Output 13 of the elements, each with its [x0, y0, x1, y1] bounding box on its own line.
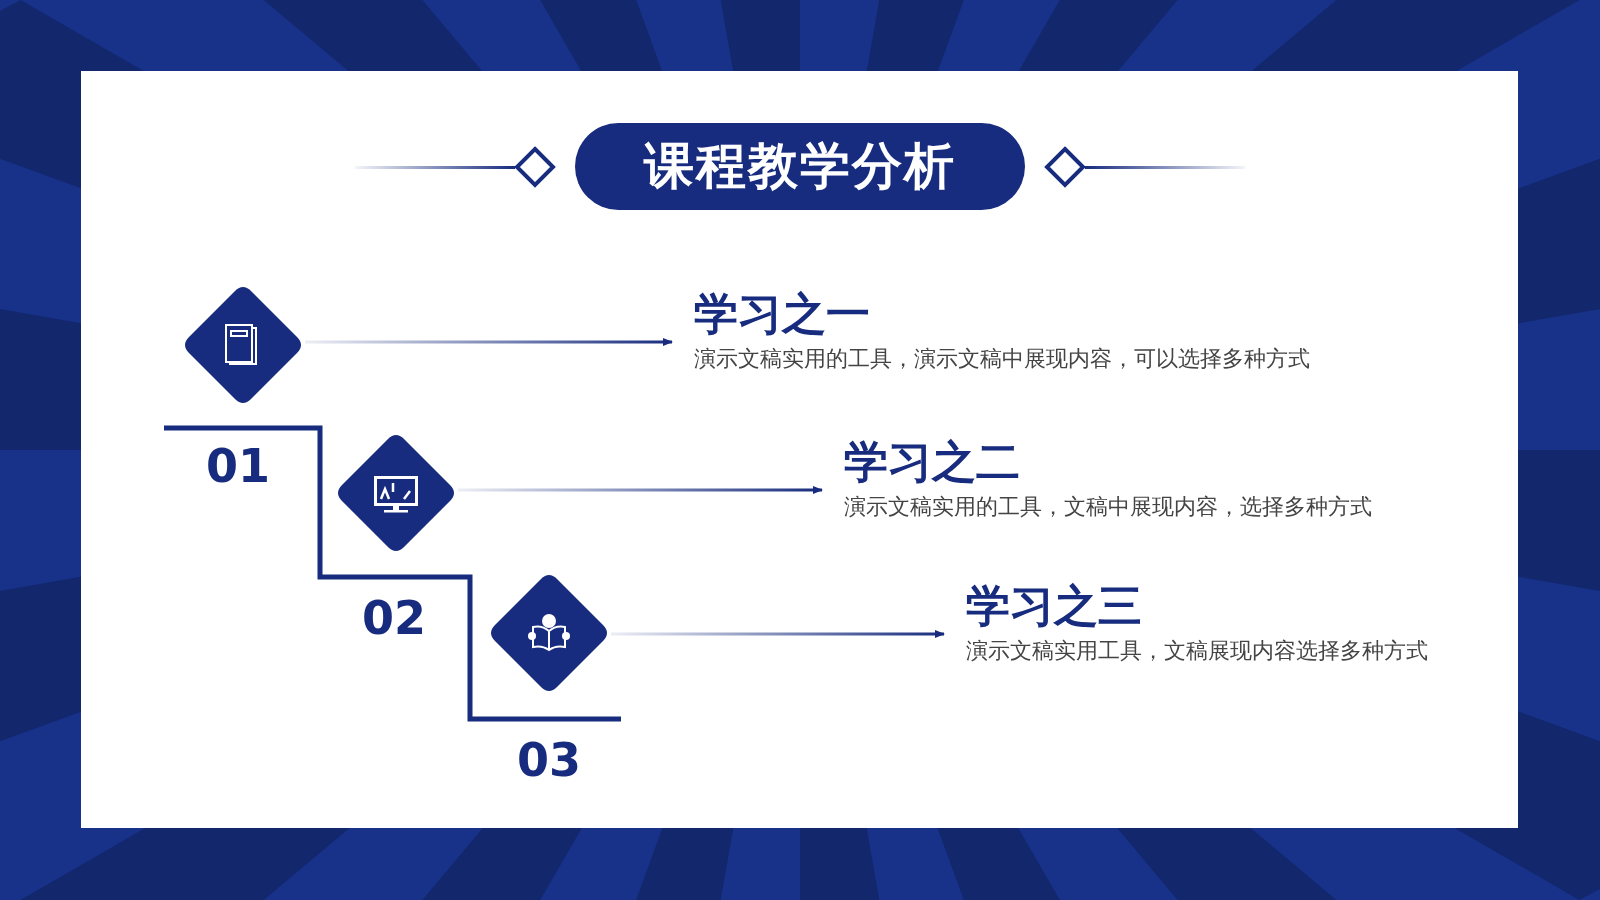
- step-description: 演示文稿实用的工具，演示文稿中展现内容，可以选择多种方式: [694, 345, 1310, 373]
- arrow: [458, 486, 823, 494]
- title-pill: 课程教学分析: [575, 123, 1025, 210]
- step-number: 03: [516, 732, 582, 789]
- step-number: 01: [205, 438, 271, 495]
- step-heading: 学习之一: [694, 287, 870, 341]
- step-heading: 学习之三: [966, 579, 1142, 633]
- step-description: 演示文稿实用工具，文稿展现内容选择多种方式: [966, 637, 1428, 665]
- step-number: 02: [361, 590, 427, 647]
- arrow: [611, 630, 945, 638]
- arrow: [305, 338, 673, 346]
- step-heading: 学习之二: [844, 435, 1020, 489]
- step-description: 演示文稿实用的工具，文稿中展现内容，选择多种方式: [844, 493, 1372, 521]
